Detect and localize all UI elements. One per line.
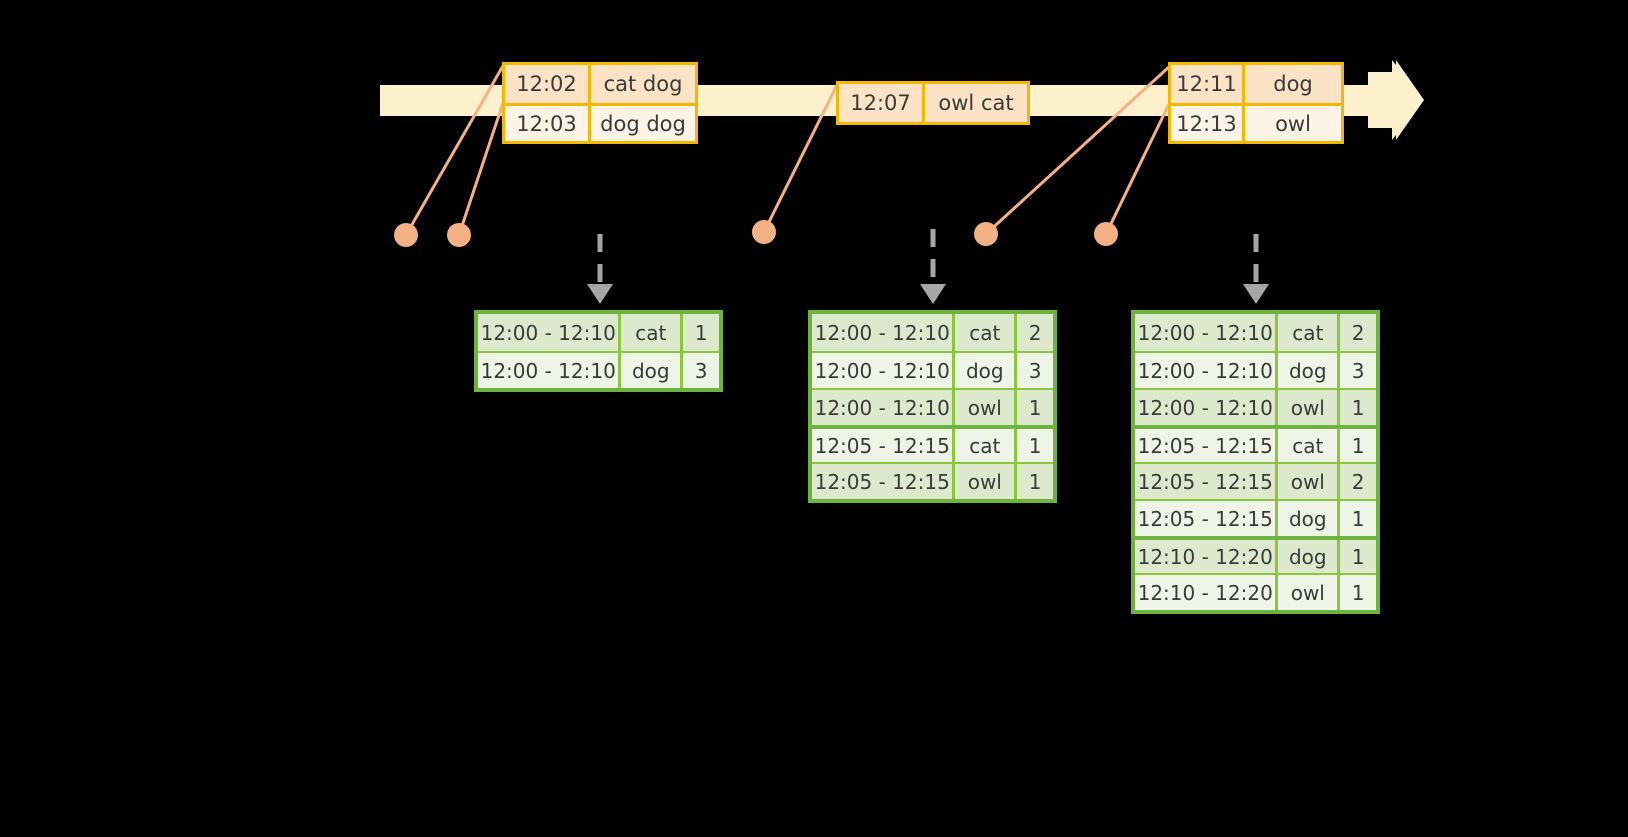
event-time: 12:11 <box>1171 65 1245 103</box>
connector-dot-4 <box>974 222 998 246</box>
cell-count: 3 <box>683 353 719 388</box>
cell-count: 1 <box>683 314 719 351</box>
cell-key: cat <box>955 429 1018 462</box>
cell-count: 2 <box>1340 314 1376 351</box>
event-time: 12:13 <box>1171 106 1245 141</box>
cell-window: 12:00 - 12:10 <box>1135 390 1279 425</box>
cell-key: owl <box>1278 575 1341 610</box>
connector-dot-1 <box>394 223 418 247</box>
cell-count: 3 <box>1340 353 1376 388</box>
cell-count: 1 <box>1340 540 1376 573</box>
dashed-arrow-2-head <box>920 284 946 304</box>
cell-window: 12:05 - 12:15 <box>1135 464 1279 499</box>
event-box-2[interactable]: 12:07 owl cat <box>836 81 1030 125</box>
cell-key: cat <box>621 314 684 351</box>
connector-dot-5-line <box>1104 101 1172 235</box>
cell-count: 1 <box>1340 390 1376 425</box>
cell-count: 1 <box>1017 429 1053 462</box>
cell-key: owl <box>1278 390 1341 425</box>
event-words: dog dog <box>591 106 695 141</box>
event-time: 12:03 <box>505 106 591 141</box>
cell-key: cat <box>1278 314 1341 351</box>
cell-window: 12:00 - 12:10 <box>478 353 622 388</box>
cell-window: 12:00 - 12:10 <box>1135 314 1279 351</box>
event-words: owl cat <box>925 84 1027 122</box>
cell-window: 12:00 - 12:10 <box>1135 353 1279 388</box>
cell-key: dog <box>1278 353 1341 388</box>
cell-key: owl <box>1278 464 1341 499</box>
cell-window: 12:00 - 12:10 <box>812 314 956 351</box>
connector-dot-2 <box>447 223 471 247</box>
cell-key: dog <box>955 353 1018 388</box>
cell-window: 12:10 - 12:20 <box>1135 540 1279 573</box>
cell-count: 1 <box>1340 429 1376 462</box>
cell-key: dog <box>621 353 684 388</box>
cell-count: 2 <box>1340 464 1376 499</box>
event-words: cat dog <box>591 65 695 103</box>
cell-count: 3 <box>1017 353 1053 388</box>
cell-key: owl <box>955 464 1018 499</box>
event-row: 12:13 owl <box>1171 103 1341 141</box>
event-time: 12:02 <box>505 65 591 103</box>
cell-window: 12:05 - 12:15 <box>812 429 956 462</box>
connector-dot-2-line <box>457 99 506 236</box>
cell-key: cat <box>1278 429 1341 462</box>
cell-key: dog <box>1278 540 1341 573</box>
cell-key: cat <box>955 314 1018 351</box>
cell-window: 12:00 - 12:10 <box>812 353 956 388</box>
connector-dot-5 <box>1094 222 1118 246</box>
connector-dot-3 <box>752 220 776 244</box>
cell-window: 12:05 - 12:15 <box>1135 501 1279 536</box>
event-row: 12:02 cat dog <box>505 65 695 103</box>
event-row: 12:03 dog dog <box>505 103 695 141</box>
cell-key: dog <box>1278 501 1341 536</box>
cell-window: 12:00 - 12:10 <box>812 390 956 425</box>
event-words: dog <box>1245 65 1341 103</box>
dashed-arrow-3-head <box>1243 284 1269 304</box>
dashed-arrow-1-head <box>587 284 613 304</box>
cell-window: 12:00 - 12:10 <box>478 314 622 351</box>
cell-key: owl <box>955 390 1018 425</box>
cell-count: 1 <box>1017 390 1053 425</box>
cell-count: 1 <box>1340 575 1376 610</box>
event-row: 12:07 owl cat <box>839 84 1027 122</box>
event-row: 12:11 dog <box>1171 65 1341 103</box>
cell-count: 2 <box>1017 314 1053 351</box>
event-box-1[interactable]: 12:02 cat dog 12:03 dog dog <box>502 62 698 144</box>
cell-count: 1 <box>1017 464 1053 499</box>
event-time: 12:07 <box>839 84 925 122</box>
event-words: owl <box>1245 106 1341 141</box>
cell-window: 12:05 - 12:15 <box>1135 429 1279 462</box>
event-box-3[interactable]: 12:11 dog 12:13 owl <box>1168 62 1344 144</box>
cell-window: 12:05 - 12:15 <box>812 464 956 499</box>
cell-window: 12:10 - 12:20 <box>1135 575 1279 610</box>
cell-count: 1 <box>1340 501 1376 536</box>
